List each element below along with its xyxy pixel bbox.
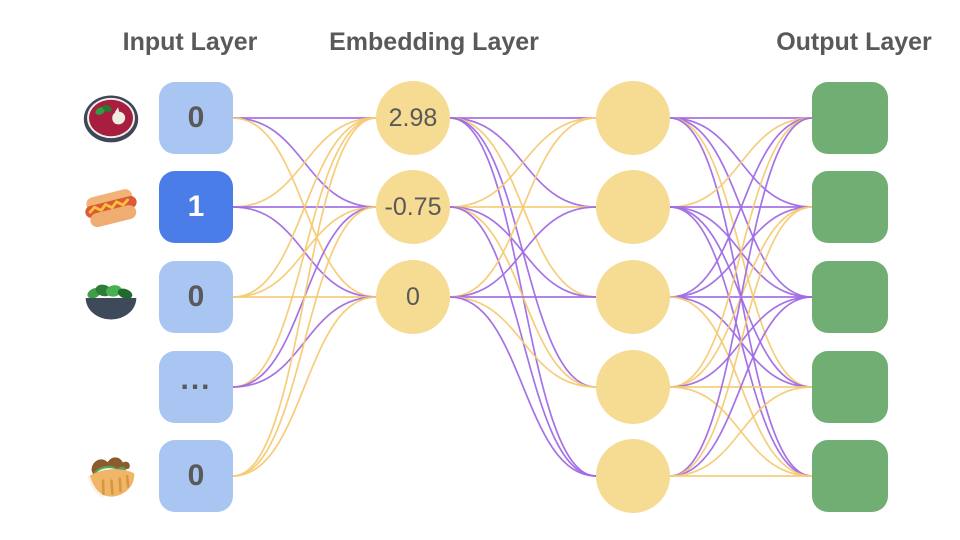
- edge-input5-embedding2: [232, 206, 377, 477]
- input-node-1: 0: [159, 82, 233, 154]
- input-node-3: 0: [159, 261, 233, 333]
- edge-hidden4-output1: [669, 117, 813, 388]
- input-node-5: 0: [159, 440, 233, 512]
- pita-icon: [81, 446, 141, 506]
- output-node-3: [812, 261, 888, 333]
- edge-input3-embedding1: [232, 117, 377, 298]
- input-node-value: 1: [187, 190, 205, 223]
- output-layer-title: Output Layer: [776, 28, 932, 56]
- embedding-layer-title: Embedding Layer: [329, 28, 539, 56]
- edge-embedding3-hidden5: [449, 296, 597, 477]
- embedding-node-1: 2.98: [376, 81, 450, 155]
- edge-embedding2-hidden1: [449, 117, 597, 208]
- output-node-1: [812, 82, 888, 154]
- edge-input2-embedding1: [232, 117, 377, 208]
- hidden-node-3: [596, 260, 670, 334]
- hot-dog-icon: [81, 177, 141, 237]
- input-node-value: 0: [187, 459, 205, 492]
- embedding-node-value: -0.75: [384, 192, 442, 221]
- edge-hidden3-output1: [669, 117, 813, 298]
- embedding-node-3: 0: [376, 260, 450, 334]
- input-node-value: ...: [180, 363, 212, 396]
- edge-input5-embedding1: [232, 117, 377, 477]
- input-node-value: 0: [187, 280, 205, 313]
- input-node-value: 0: [187, 101, 205, 134]
- input-node-2: 1: [159, 171, 233, 243]
- input-layer-title: Input Layer: [122, 28, 258, 56]
- embedding-node-value: 2.98: [388, 103, 438, 132]
- edge-embedding3-hidden2: [449, 206, 597, 298]
- input-node-4: ...: [159, 351, 233, 423]
- salad-icon: [81, 267, 141, 327]
- edge-hidden5-output4: [669, 386, 813, 477]
- edge-input5-embedding3: [232, 296, 377, 477]
- edge-embedding3-hidden4: [449, 296, 597, 388]
- edge-hidden5-output1: [669, 117, 813, 477]
- embedding-node-value: 0: [406, 282, 420, 311]
- hidden-node-5: [596, 439, 670, 513]
- hidden-node-1: [596, 81, 670, 155]
- edge-hidden2-output1: [669, 117, 813, 208]
- edge-hidden5-output3: [669, 296, 813, 477]
- edge-input4-embedding1: [232, 117, 377, 388]
- edge-hidden5-output2: [669, 206, 813, 477]
- embedding-node-2: -0.75: [376, 170, 450, 244]
- hidden-node-2: [596, 170, 670, 244]
- hidden-node-4: [596, 350, 670, 424]
- borscht-bowl-icon: [81, 88, 141, 148]
- edge-embedding3-hidden1: [449, 117, 597, 298]
- output-node-4: [812, 351, 888, 423]
- output-node-2: [812, 171, 888, 243]
- output-node-5: [812, 440, 888, 512]
